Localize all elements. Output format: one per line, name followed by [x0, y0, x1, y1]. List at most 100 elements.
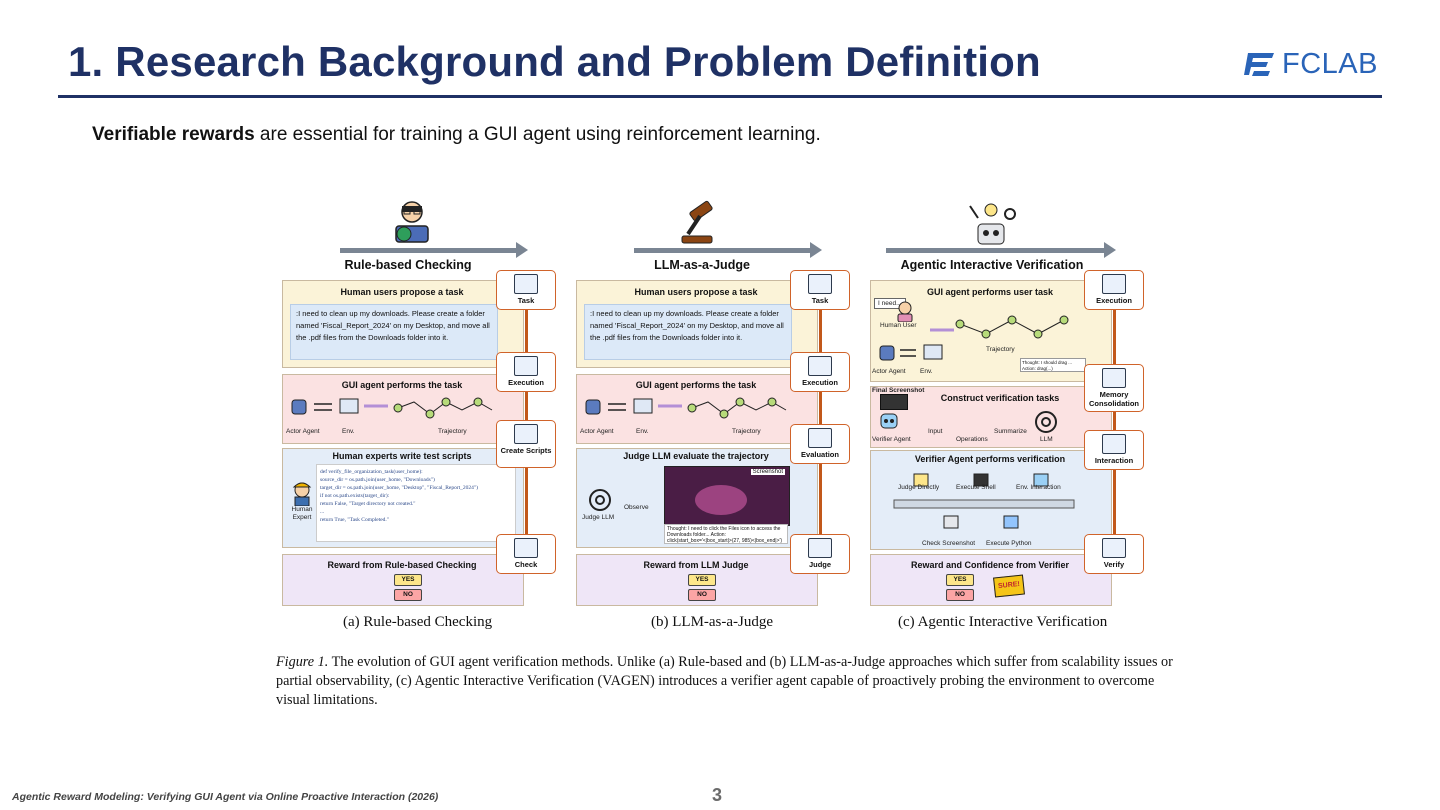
screenshot-thumbnail: Screenshot	[664, 466, 790, 526]
final-screenshot-label: Final Screenshot	[872, 387, 925, 394]
intro-rest: are essential for training a GUI agent u…	[254, 124, 821, 145]
verifier-agent-label: Verifier Agent	[872, 436, 911, 443]
fclab-logo: FCLAB	[1244, 46, 1378, 82]
intro-sentence: Verifiable rewards are essential for tra…	[92, 124, 821, 146]
figure-1: Rule-based Checking Human users propose …	[282, 198, 1158, 608]
no-badge: NO	[946, 589, 974, 601]
panel-c-reward-header: Reward and Confidence from Verifier	[910, 560, 1070, 570]
logo-text: FCLAB	[1282, 47, 1378, 80]
task-icon	[808, 274, 832, 294]
step-verify: Verify	[1084, 534, 1144, 574]
wallpaper-swirl	[695, 485, 747, 515]
panel-c-step-connector	[1113, 290, 1116, 560]
brain-icon	[1102, 368, 1126, 388]
panel-a-task-header: Human users propose a task	[340, 287, 464, 297]
actor-thought-box: Thought: I should drag ... Action: drag(…	[1020, 358, 1086, 372]
human-expert-icon	[292, 482, 312, 506]
panel-c-arrow	[886, 242, 1116, 258]
panel-b-title: LLM-as-a-Judge	[654, 258, 750, 272]
panel-a-env-label: Env.	[342, 428, 355, 435]
yes-badge: YES	[688, 574, 716, 586]
panel-a-expert-label: Human Expert	[291, 506, 313, 521]
panel-c-task-header: GUI agent performs user task	[926, 287, 1054, 297]
panel-c-reward-section	[870, 554, 1112, 606]
execution-icon	[808, 356, 832, 376]
sure-badge: SURE!	[993, 574, 1025, 598]
panel-c-env-label: Env.	[920, 368, 933, 375]
panel-a-actor-label: Actor Agent	[286, 428, 320, 435]
figure-caption-text: The evolution of GUI agent verification …	[276, 654, 1173, 708]
panel-b-judge-label: Judge LLM	[582, 514, 615, 521]
panel-c-actor-label: Actor Agent	[872, 368, 906, 375]
verify-icon	[1102, 538, 1126, 558]
yes-badge: YES	[394, 574, 422, 586]
page-title: 1. Research Background and Problem Defin…	[68, 38, 1041, 85]
panel-b-exec-header: GUI agent performs the task	[635, 380, 757, 390]
panel-c-construct-section	[870, 386, 1112, 448]
code-line: if not os.path.exists(target_dir):	[320, 493, 390, 499]
panel-c-traj-label: Trajectory	[986, 346, 1015, 353]
judge-thought-box: Thought: I need to click the Files icon …	[664, 524, 788, 544]
step-interaction: Interaction	[1084, 430, 1144, 470]
panel-llm-judge: LLM-as-a-Judge Human users propose a tas…	[576, 198, 852, 608]
step-check: Check	[496, 534, 556, 574]
openai-icon	[589, 489, 611, 511]
code-line: source_dir = os.path.join(user_home, "Do…	[320, 477, 435, 483]
panel-a-exec-header: GUI agent performs the task	[341, 380, 463, 390]
page-number: 3	[712, 785, 723, 805]
panel-agentic: Agentic Interactive Verification GUI age…	[870, 198, 1146, 608]
step-label: Create Scripts	[500, 446, 552, 455]
tool-check-screenshot: Check Screenshot	[922, 540, 976, 547]
panel-b-actor-label: Actor Agent	[580, 428, 614, 435]
evaluation-icon	[808, 428, 832, 448]
code-line: def verify_file_organization_task(user_h…	[320, 469, 423, 475]
no-badge: NO	[394, 589, 422, 601]
panel-c-perform-header: Verifier Agent performs verification	[914, 454, 1066, 464]
task-icon	[514, 274, 538, 294]
no-badge: NO	[688, 589, 716, 601]
final-screenshot-thumb	[880, 394, 908, 410]
panel-b-yes-no: YES NO	[688, 574, 718, 604]
step-execution: Execution	[790, 352, 850, 392]
panel-a-yes-no: YES NO	[394, 574, 424, 604]
panel-a-trajectory-graphic	[291, 397, 493, 419]
interaction-icon	[1102, 434, 1126, 454]
step-label: Check	[514, 560, 538, 569]
step-label: Execution	[1096, 296, 1132, 305]
panel-rule-based: Rule-based Checking Human users propose …	[282, 198, 558, 608]
step-label: Memory Consolidation	[1089, 390, 1139, 408]
step-evaluation: Evaluation	[790, 424, 850, 464]
execution-icon	[514, 356, 538, 376]
step-label: Evaluation	[801, 450, 839, 459]
script-icon	[514, 424, 538, 444]
panel-b-reward-header: Reward from LLM Judge	[643, 560, 749, 570]
step-judge: Judge	[790, 534, 850, 574]
panel-a-arrow	[340, 242, 528, 258]
step-label: Task	[811, 296, 829, 305]
panel-a-title: Rule-based Checking	[344, 258, 472, 272]
tool-env-interaction: Env. Interaction	[1016, 484, 1061, 491]
panel-a-task-bubble: :I need to clean up my downloads. Please…	[290, 304, 498, 360]
step-label: Verify	[1103, 560, 1125, 569]
execution-icon	[1102, 274, 1126, 294]
panel-a-code-block: def verify_file_organization_task(user_h…	[316, 464, 516, 542]
panel-c-title: Agentic Interactive Verification	[900, 258, 1084, 272]
human-user-label: Human User	[880, 322, 917, 329]
robot-idea-icon	[969, 203, 1016, 245]
tool-execute-shell: Execute Shell	[956, 484, 996, 491]
caption-b: (b) LLM-as-a-Judge	[651, 614, 774, 630]
panel-b-trajectory-graphic	[585, 397, 787, 419]
panel-c-yes-no: YES NO	[946, 574, 976, 604]
step-label: Interaction	[1094, 456, 1134, 465]
step-label: Judge	[808, 560, 832, 569]
figure-caption: Figure 1. The evolution of GUI agent ver…	[276, 653, 1176, 710]
panel-b-env-label: Env.	[636, 428, 649, 435]
input-label: Input	[928, 428, 943, 435]
tool-execute-python: Execute Python	[986, 540, 1032, 547]
panel-b-arrow	[634, 242, 822, 258]
verifier-agent-icon	[880, 413, 898, 429]
step-memory-consolidation: Memory Consolidation	[1084, 364, 1144, 412]
operations-label: Operations	[956, 436, 988, 443]
verification-pipeline-graphic	[893, 473, 1075, 529]
step-execution: Execution	[1084, 270, 1144, 310]
